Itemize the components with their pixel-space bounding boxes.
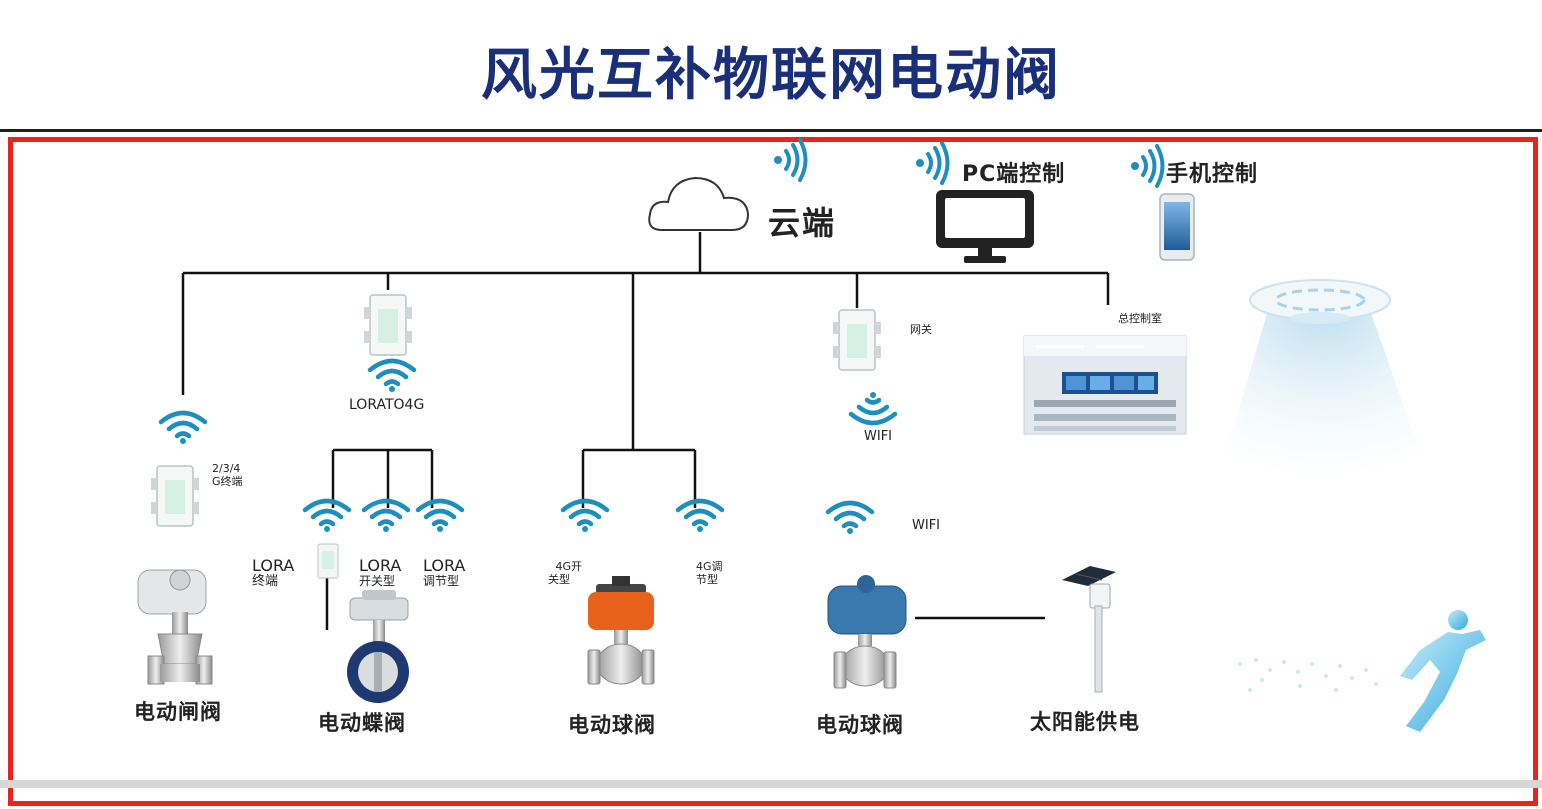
terminal-4g-signal-icon [161, 413, 205, 444]
lora-terminal-box-icon [317, 543, 339, 579]
ball-valve-wifi-label: 电动球阀 [816, 713, 904, 737]
g4-regulating-label: 4G调 节型 [696, 560, 723, 586]
lora-switch-label: LORA 开关型 [359, 556, 402, 589]
lora-regulating-label-line1: LORA [423, 556, 466, 575]
wifi-gateway-wifi-label: WIFI [864, 429, 892, 444]
ball-valve-4g-image [587, 576, 655, 685]
lora-regulating-label-line2: 调节型 [423, 574, 460, 588]
wifi-gateway-icon [832, 309, 882, 371]
cloud-label: 云端 [768, 204, 837, 242]
title-divider [0, 129, 1542, 132]
terminal-4g-box-icon [150, 465, 200, 527]
wifi-gateway-label: 网关 [910, 323, 932, 336]
g4-regulating-label-line1: 4G调 [696, 560, 723, 573]
gate-valve-image [137, 569, 213, 685]
g4-switch-label-line2: 关型 [548, 573, 570, 586]
lora-terminal-label-line2: 终端 [252, 574, 279, 589]
lora-4g-gateway-icon [363, 294, 413, 356]
gate-valve-label: 电动闸阀 [134, 700, 222, 724]
lora-regulating-wifi-icon [418, 501, 462, 532]
g4-switch-wifi-icon [563, 501, 607, 532]
phone-icon [1159, 193, 1195, 261]
phone-signal-icon [1129, 144, 1165, 188]
solar-panel-image [1062, 566, 1116, 693]
lora-4g-wifi-icon [370, 361, 414, 392]
g4-regulating-label-line2: 节型 [696, 573, 718, 586]
lora-terminal-label-line1: LORA [252, 556, 295, 575]
g4-switch-label-line1: 4G开 [555, 560, 582, 573]
ball-valve-4g-label: 电动球阀 [568, 713, 656, 737]
lora-terminal-label: LORA 终端 [252, 556, 295, 590]
lora-regulating-label: LORA 调节型 [423, 556, 466, 589]
lora-4g-gateway-label: LORATO4G [349, 397, 425, 413]
decorative-light-image [1218, 279, 1430, 480]
pc-monitor-icon [936, 190, 1034, 263]
solar-power-label: 太阳能供电 [1030, 710, 1140, 734]
pc-signal-icon [914, 141, 950, 185]
cloud-icon [648, 176, 750, 231]
butterfly-valve-label: 电动蝶阀 [318, 711, 406, 735]
control-room-label: 总控制室 [1118, 312, 1162, 325]
lora-switch-wifi-icon [364, 501, 408, 532]
terminal-4g-label: 2/3/4 G终端 [212, 462, 243, 488]
terminal-4g-label-line2: G终端 [212, 475, 243, 488]
wifi-gateway-signal-icon [851, 392, 895, 423]
lora-terminal-wifi-icon [305, 501, 349, 532]
wifi-valve-signal-icon [828, 503, 872, 534]
decorative-runner-image [1238, 610, 1486, 732]
ball-valve-wifi-image [827, 575, 907, 689]
page-title: 风光互补物联网电动阀 [481, 43, 1061, 108]
wifi-valve-label: WIFI [912, 518, 940, 533]
g4-switch-label: 4G开 关型 [548, 560, 582, 586]
lora-switch-label-line2: 开关型 [359, 574, 396, 588]
bottom-shade [0, 780, 1542, 788]
g4-regulating-wifi-icon [678, 501, 722, 532]
connection-lines [181, 232, 1110, 630]
cloud-signal-icon [772, 138, 808, 182]
control-room-image [1023, 335, 1187, 435]
terminal-4g-label-line1: 2/3/4 [212, 462, 241, 475]
pc-control-label: PC端控制 [962, 162, 1066, 187]
phone-control-label: 手机控制 [1166, 162, 1259, 187]
lora-switch-label-line1: LORA [359, 556, 402, 575]
butterfly-valve-image [347, 590, 409, 703]
